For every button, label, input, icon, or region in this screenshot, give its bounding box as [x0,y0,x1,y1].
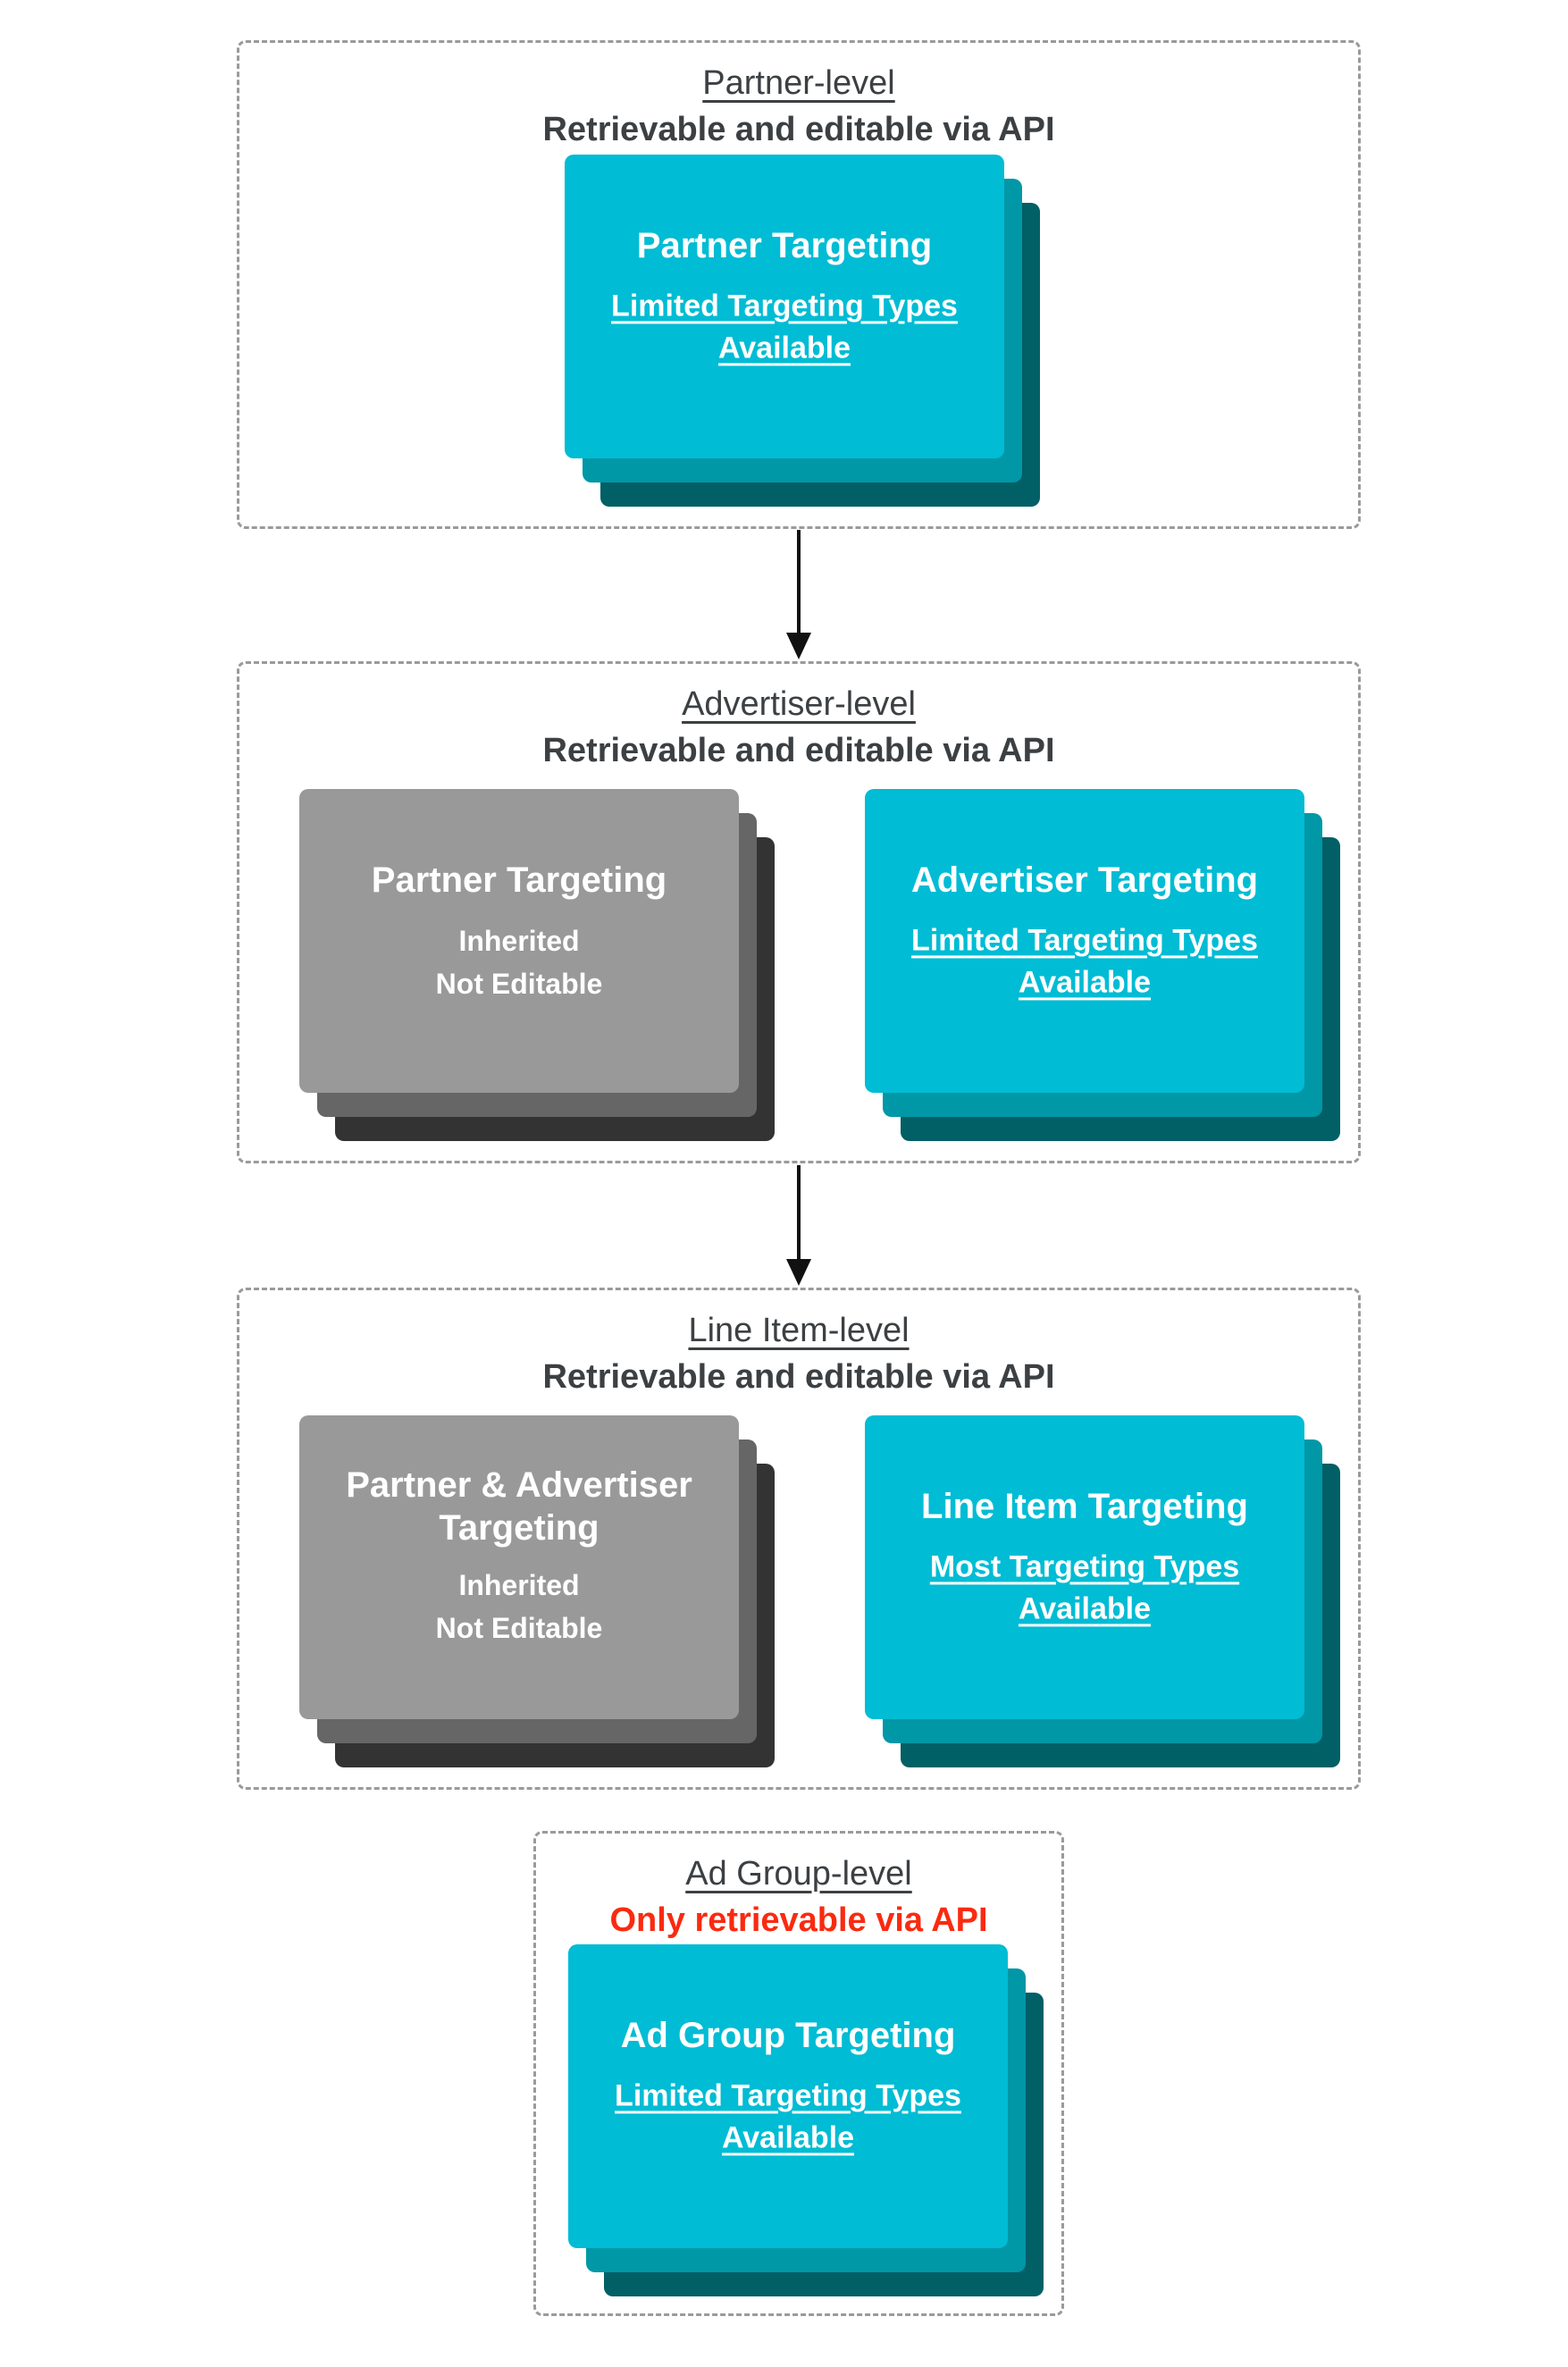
card-face: Ad Group Targeting Limited Targeting Typ… [568,1944,1008,2248]
advertiser-level-section: Advertiser-level Retrievable and editabl… [237,661,1361,1163]
card-face: Partner & Advertiser Targeting Inherited… [299,1415,739,1719]
down-arrow-icon [786,530,811,659]
partner-level-section: Partner-level Retrievable and editable v… [237,40,1361,529]
card-subtitle: Most Targeting Types Available [929,1549,1240,1626]
section-title: Line Item-level [688,1312,910,1349]
arrow-shaft [797,530,801,635]
ad-group-level-section: Ad Group-level Only retrievable via API … [533,1831,1064,2316]
arrow-head [786,1259,811,1286]
arrow-shaft [797,1165,801,1262]
card-subtitle: Limited Targeting Types Available [615,2078,961,2155]
advertiser-targeting-card: Advertiser Targeting Limited Targeting T… [865,789,1340,1141]
section-subtitle: Retrievable and editable via API [542,731,1055,769]
partner-targeting-card: Partner Targeting Limited Targeting Type… [565,155,1040,507]
inherited-partner-targeting-card: Partner Targeting Inherited Not Editable [299,789,775,1141]
card-face: Partner Targeting Limited Targeting Type… [565,155,1004,458]
inherited-partner-advertiser-targeting-card: Partner & Advertiser Targeting Inherited… [299,1415,775,1767]
ad-group-targeting-card: Ad Group Targeting Limited Targeting Typ… [568,1944,1044,2296]
card-body: Inherited Not Editable [435,924,603,1000]
card-face: Line Item Targeting Most Targeting Types… [865,1415,1304,1719]
section-subtitle: Retrievable and editable via API [542,110,1055,148]
card-title: Partner & Advertiser Targeting [346,1465,692,1548]
arrow-head [786,633,811,659]
card-subtitle: Limited Targeting Types Available [911,923,1258,1000]
card-face: Partner Targeting Inherited Not Editable [299,789,739,1093]
section-title: Advertiser-level [682,685,916,723]
card-subtitle: Limited Targeting Types Available [611,289,958,365]
line-item-level-section: Line Item-level Retrievable and editable… [237,1288,1361,1790]
card-title: Line Item Targeting [921,1487,1248,1526]
section-title: Partner-level [702,64,895,102]
card-title: Advertiser Targeting [910,860,1259,900]
card-title: Partner Targeting [371,860,667,900]
down-arrow-icon [786,1165,811,1286]
card-title: Ad Group Targeting [620,2016,956,2055]
section-subtitle: Only retrievable via API [609,1901,988,1939]
card-body: Inherited Not Editable [435,1569,603,1645]
card-title: Partner Targeting [636,226,933,265]
line-item-targeting-card: Line Item Targeting Most Targeting Types… [865,1415,1340,1767]
section-subtitle: Retrievable and editable via API [542,1357,1055,1396]
card-face: Advertiser Targeting Limited Targeting T… [865,789,1304,1093]
section-title: Ad Group-level [685,1855,912,1893]
